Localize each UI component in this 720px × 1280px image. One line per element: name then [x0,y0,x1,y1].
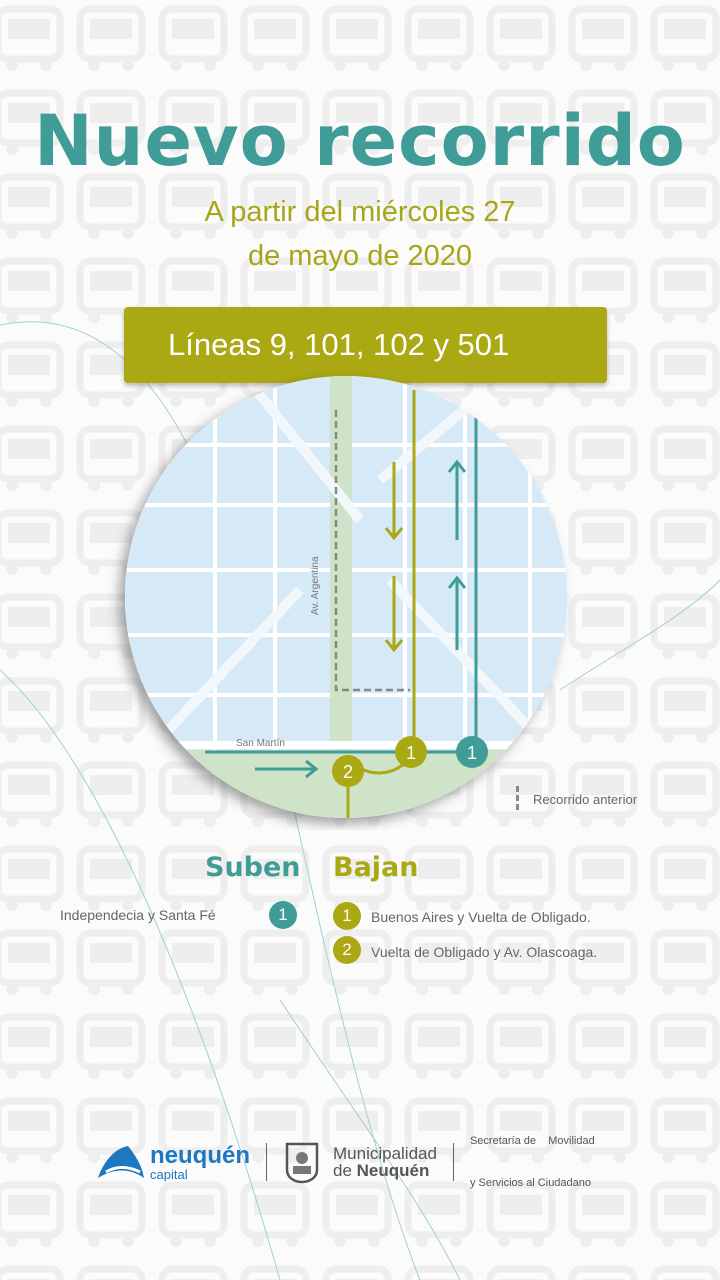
secretaria-line1: Secretaría de Movilidad [469,1134,595,1147]
legend-previous-route: Recorrido anterior [516,786,637,812]
neuquen-wave-logo-icon [98,1146,144,1179]
municipal-shield-icon [285,1142,319,1184]
suben-stop: Independecia y Santa Fé [60,907,216,923]
bajan-stop-1: Buenos Aires y Vuelta de Obligado. [371,909,591,925]
footer-logos: neuquén capital Municipalidad de Neuquén… [96,1105,595,1219]
route-map: Av. Argentina San Martín 1 1 2 [125,376,567,818]
stop-2-bajan-marker [332,755,364,787]
stop-1-label: 1 [406,743,416,763]
legend-previous-label: Recorrido anterior [533,791,638,807]
subtitle-line1: A partir del miércoles 27 [204,196,516,228]
suben-heading: Suben [205,852,301,883]
page-title: Nuevo recorrido [34,100,686,182]
stop-1-suben-marker [456,736,488,768]
stop-1-bajan-marker [395,736,427,768]
street-av-argentina: Av. Argentina [310,556,321,615]
stop-1-teal-label: 1 [467,743,477,763]
bajan-stop-2: Vuelta de Obligado y Av. Olascoaga. [371,944,598,960]
muni-line2a: de [333,1161,357,1181]
street-san-martin: San Martín [236,738,285,749]
stop-2-label: 2 [343,762,353,782]
muni-line1: Municipalidad [333,1144,437,1164]
brand-name: neuquén [150,1141,250,1169]
bajan-badge-1: 1 [333,902,361,930]
brand-sub: capital [150,1166,188,1182]
suben-badge: 1 [269,901,297,929]
subtitle-line2: de mayo de 2020 [247,240,473,272]
divider [452,1143,454,1182]
secretaria-line2: y Servicios al Ciudadano [469,1177,592,1190]
divider [266,1143,267,1182]
bajan-badge-2: 2 [333,936,361,964]
muni-line2b: Neuquén [356,1161,430,1181]
dashed-line-icon [516,786,519,812]
bajan-heading: Bajan [333,852,419,883]
lines-banner: Líneas 9, 101, 102 y 501 [124,307,607,383]
